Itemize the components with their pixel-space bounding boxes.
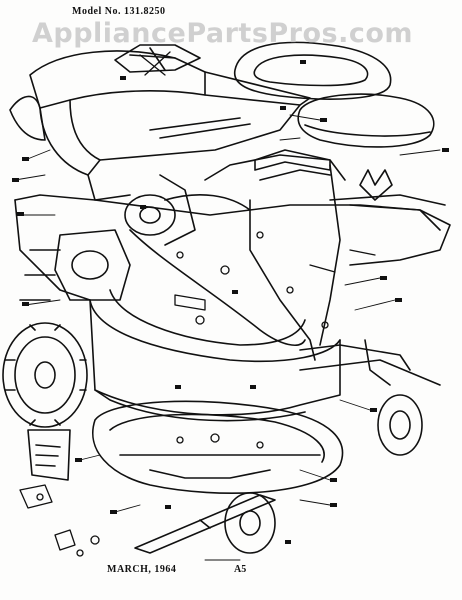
rear-axle: [299, 339, 441, 386]
front-wheel: [377, 394, 423, 456]
callout-leaders: [14, 114, 441, 561]
steering-assembly: [204, 149, 393, 361]
drive-belt: [124, 174, 306, 346]
rear-wheel: [2, 322, 88, 428]
tractor-frame: [14, 194, 451, 422]
watermark-text: AppliancePartsPros.com: [32, 18, 414, 49]
seat-cushion: [233, 41, 435, 148]
warning-decal: [27, 429, 71, 481]
model-number-label: Model No. 131.8250: [72, 6, 166, 17]
hardware-parts: [19, 51, 376, 557]
gauge-wheel: [224, 492, 276, 554]
diagram-date-label: MARCH, 1964: [107, 564, 177, 575]
hood-panel: [9, 50, 311, 201]
cutter-blade: [134, 494, 276, 554]
sheet-code-label: A5: [234, 564, 247, 575]
engine-block: [19, 229, 131, 301]
mower-deck: [92, 400, 344, 494]
part-number-marks: [12, 60, 449, 544]
engine-cover: [114, 44, 201, 73]
